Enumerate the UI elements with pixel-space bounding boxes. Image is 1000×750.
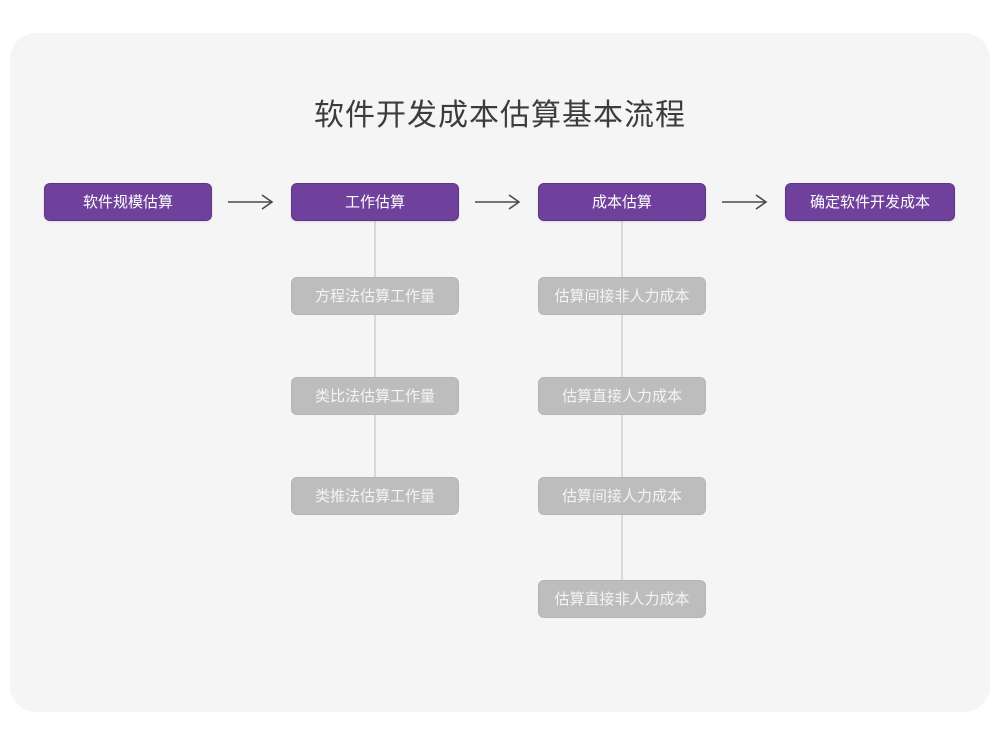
- connector-line-effort-branch: [374, 221, 376, 496]
- arrow-right-icon-2: [471, 183, 527, 221]
- diagram-card: [10, 33, 990, 712]
- node-equation-method-effort[interactable]: 方程法估算工作量: [291, 277, 459, 315]
- arrow-right-icon-1: [224, 183, 280, 221]
- node-effort-estimation[interactable]: 工作估算: [291, 183, 459, 221]
- node-analogy-method-effort[interactable]: 类比法估算工作量: [291, 377, 459, 415]
- node-software-size-estimation[interactable]: 软件规模估算: [44, 183, 212, 221]
- node-indirect-nonlabor-cost[interactable]: 估算间接非人力成本: [538, 277, 706, 315]
- node-determine-development-cost[interactable]: 确定软件开发成本: [785, 183, 955, 221]
- node-direct-labor-cost[interactable]: 估算直接人力成本: [538, 377, 706, 415]
- page-title: 软件开发成本估算基本流程: [314, 99, 686, 132]
- node-cost-estimation[interactable]: 成本估算: [538, 183, 706, 221]
- node-direct-nonlabor-cost[interactable]: 估算直接非人力成本: [538, 580, 706, 618]
- node-indirect-labor-cost[interactable]: 估算间接人力成本: [538, 477, 706, 515]
- node-extrapolation-method-effort[interactable]: 类推法估算工作量: [291, 477, 459, 515]
- arrow-right-icon-3: [718, 183, 774, 221]
